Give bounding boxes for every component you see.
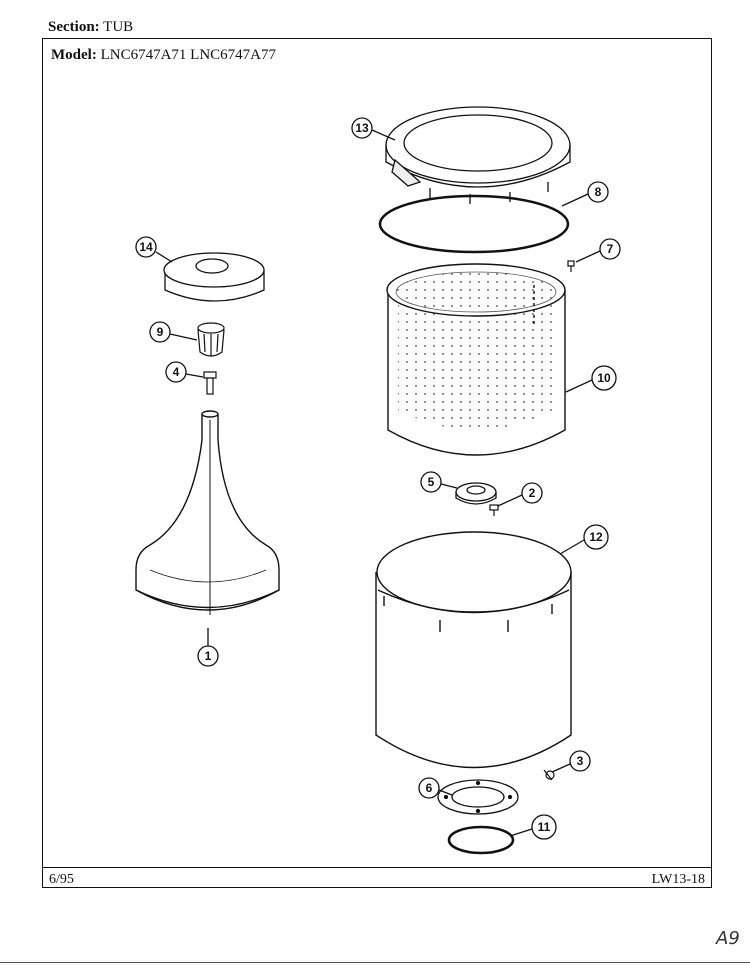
handwritten-page-mark: A9 xyxy=(716,928,740,949)
screw-part-7 xyxy=(567,260,575,272)
callout-13: 13 xyxy=(351,117,396,141)
exploded-parts-diagram: 13 8 7 14 9 10 4 xyxy=(135,106,621,855)
hub-washer-part-5 xyxy=(455,482,497,505)
callout-11: 11 xyxy=(509,814,557,840)
section-line: Section: TUB xyxy=(48,19,133,36)
callout-4: 4 xyxy=(165,361,204,383)
footer-code: LW13-18 xyxy=(651,872,705,887)
callout-label: 9 xyxy=(157,325,164,339)
diagram-frame: Model: LNC6747A71 LNC6747A77 6/95 LW13-1… xyxy=(42,38,712,888)
callout-label: 1 xyxy=(205,649,212,663)
basket-part-10 xyxy=(386,263,566,456)
tub-ring-part-13 xyxy=(385,106,571,204)
seal-ring-part-11 xyxy=(447,825,515,855)
callout-8: 8 xyxy=(561,181,609,207)
callout-2: 2 xyxy=(497,482,543,507)
callout-label: 2 xyxy=(529,486,536,500)
callout-label: 5 xyxy=(428,475,435,489)
callout-label: 10 xyxy=(597,371,611,385)
model-label: Model: xyxy=(51,47,97,63)
model-line: Model: LNC6747A71 LNC6747A77 xyxy=(51,47,276,64)
callout-label: 8 xyxy=(595,185,602,199)
callout-label: 6 xyxy=(426,781,433,795)
outer-tub-part-12 xyxy=(375,531,572,769)
bottom-rule xyxy=(0,962,750,963)
clip-part-3 xyxy=(543,769,555,781)
callout-14: 14 xyxy=(135,236,173,263)
agitator-cap-part-14 xyxy=(163,252,265,302)
screw-part-2 xyxy=(489,504,499,516)
callout-label: 3 xyxy=(577,754,584,768)
callout-3: 3 xyxy=(551,750,591,773)
section-value: TUB xyxy=(103,19,134,35)
bolt-part-4 xyxy=(203,371,217,395)
footer-date: 6/95 xyxy=(49,872,74,887)
model-value: LNC6747A71 LNC6747A77 xyxy=(100,47,276,63)
callout-5: 5 xyxy=(420,471,458,493)
callout-12: 12 xyxy=(559,524,609,555)
section-label: Section: xyxy=(48,19,100,35)
callout-label: 4 xyxy=(173,365,180,379)
nut-part-9 xyxy=(197,322,225,357)
callout-label: 14 xyxy=(139,240,153,254)
callout-10: 10 xyxy=(565,365,617,393)
agitator-part-1 xyxy=(135,410,280,615)
callout-9: 9 xyxy=(149,321,198,343)
callout-label: 11 xyxy=(538,820,551,834)
footer-rule xyxy=(43,867,711,868)
callout-7: 7 xyxy=(575,238,621,263)
callout-6: 6 xyxy=(418,777,453,799)
gasket-part-8 xyxy=(378,194,570,254)
callout-1: 1 xyxy=(197,628,219,667)
callout-label: 7 xyxy=(607,242,614,256)
callout-label: 12 xyxy=(589,530,603,544)
callout-label: 13 xyxy=(355,121,369,135)
flange-plate-part-6 xyxy=(437,779,519,815)
